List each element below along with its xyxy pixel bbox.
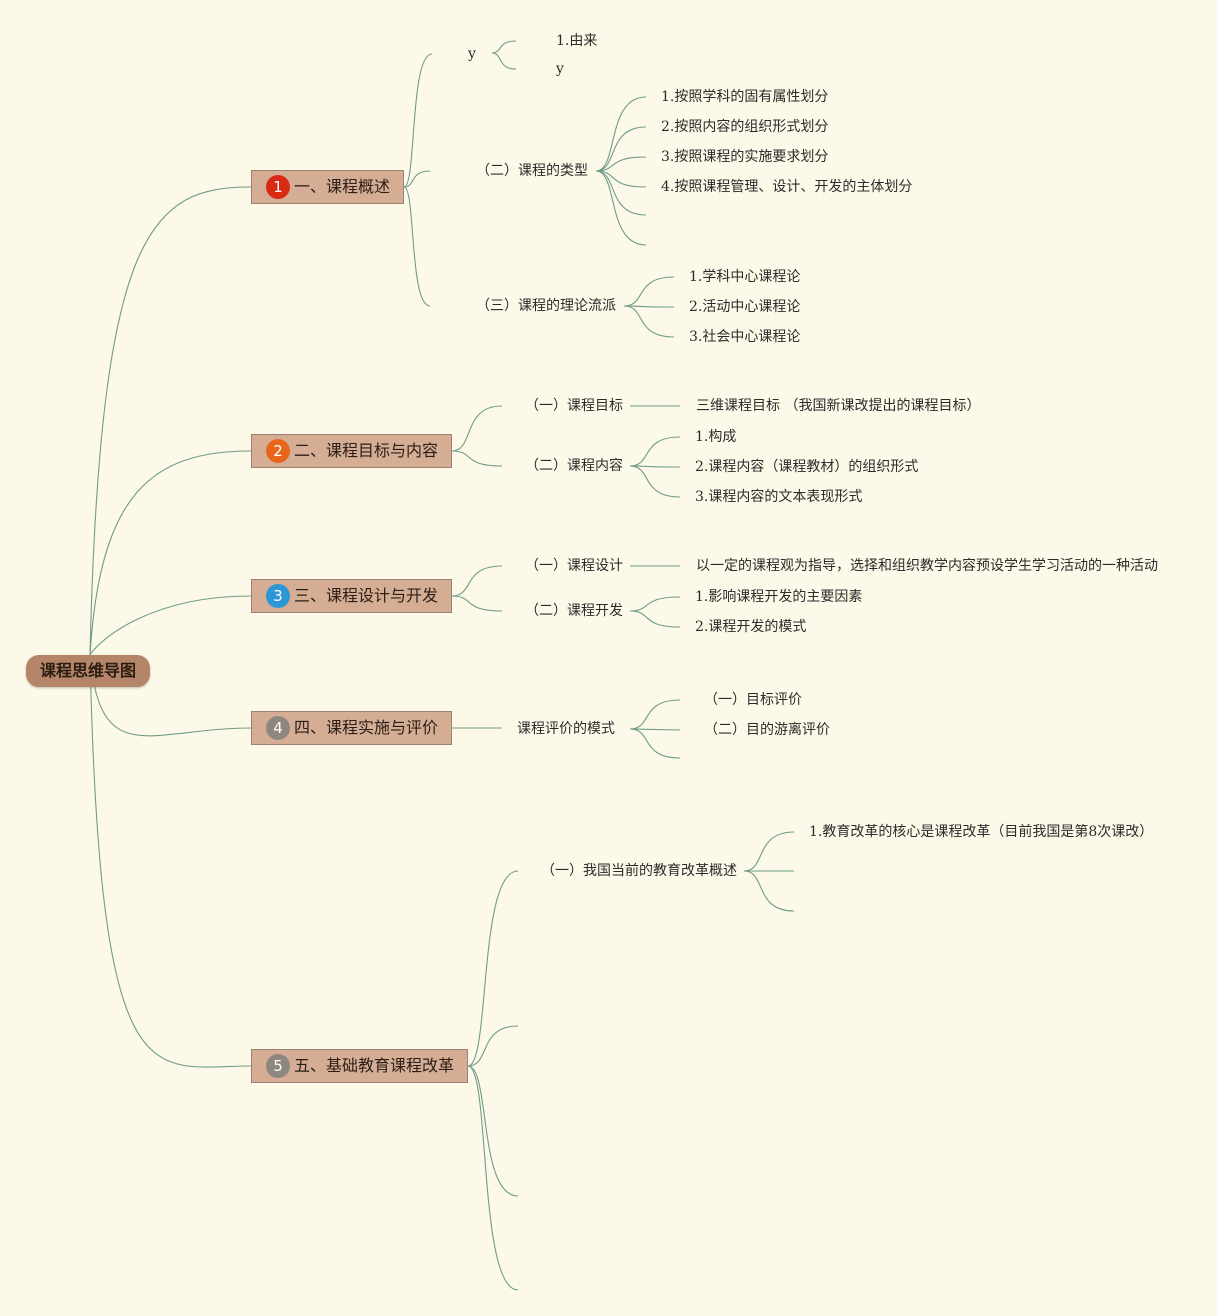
leaf-node[interactable]: y [556, 61, 564, 77]
branch-label: 二、课程目标与内容 [294, 441, 439, 460]
root-to-branch-2-line [89, 450, 252, 656]
leaf-line [595, 126, 647, 172]
leaf-line [595, 96, 647, 172]
branch-5-child-2-line [467, 1025, 519, 1067]
leaf-line [623, 305, 675, 308]
root-to-branch-4-line [89, 654, 252, 737]
leaf-line [629, 728, 681, 731]
root-node[interactable]: 课程思维导图 [26, 655, 150, 687]
leaf-line [491, 40, 517, 54]
number-badge-icon: 3 [266, 584, 290, 608]
branch-2-child-1-line [451, 405, 503, 452]
leaf-node[interactable]: 2.课程开发的模式 [695, 619, 807, 635]
leaf-node[interactable]: 1.影响课程开发的主要因素 [695, 589, 863, 605]
leaf-line [629, 699, 681, 730]
leaf-node[interactable]: 1.按照学科的固有属性划分 [661, 89, 829, 105]
leaf-node[interactable]: 1.由来 [556, 33, 598, 49]
subtopic-node[interactable]: 课程评价的模式 [517, 721, 615, 737]
number-badge-icon: 5 [266, 1054, 290, 1078]
leaf-node[interactable]: （一）目标评价 [704, 692, 802, 708]
leaf-node[interactable]: 3.课程内容的文本表现形式 [695, 489, 863, 505]
branch-3-child-1-line [451, 565, 503, 597]
branch-label: 五、基础教育课程改革 [294, 1056, 455, 1075]
branch-label: 一、课程概述 [294, 177, 391, 196]
leaf-line [629, 610, 681, 628]
leaf-node[interactable]: 1.构成 [695, 429, 737, 445]
branch-5-child-1-line [467, 870, 519, 1067]
leaf-node[interactable]: 1.教育改革的核心是课程改革（目前我国是第8次课改） [809, 824, 1154, 840]
leaf-node[interactable]: 2.课程内容（课程教材）的组织形式 [695, 459, 919, 475]
number-badge-icon: 4 [266, 716, 290, 740]
branch-3-child-2-line [451, 595, 503, 612]
leaf-line [623, 305, 675, 338]
subtopic-node[interactable]: （二）课程开发 [525, 603, 623, 619]
leaf-line [629, 465, 681, 498]
leaf-node[interactable]: 2.活动中心课程论 [689, 299, 801, 315]
leaf-node[interactable]: 3.社会中心课程论 [689, 329, 801, 345]
leaf-node[interactable]: 4.按照课程管理、设计、开发的主体划分 [661, 179, 913, 195]
leaf-line [629, 728, 681, 759]
branch-1-child-3-line [403, 186, 431, 307]
leaf-node[interactable]: 1.学科中心课程论 [689, 269, 801, 285]
leaf-line [629, 436, 681, 467]
leaf-node[interactable]: 三维课程目标 （我国新课改提出的课程目标） [696, 398, 981, 414]
leaf-line [629, 596, 681, 612]
subtopic-node[interactable]: （三）课程的理论流派 [476, 298, 616, 314]
leaf-node[interactable]: 以一定的课程观为指导，选择和组织教学内容预设学生学习活动的一种活动 [696, 558, 1158, 574]
subtopic-node[interactable]: （二）课程内容 [525, 458, 623, 474]
leaf-line [491, 52, 517, 70]
branch-label: 四、课程实施与评价 [294, 718, 439, 737]
branch-1-child-2-line [403, 170, 431, 188]
leaf-node[interactable]: 2.按照内容的组织形式划分 [661, 119, 829, 135]
root-to-branch-3-line [89, 595, 252, 656]
leaf-line [595, 156, 647, 172]
root-to-branch-1-line [89, 186, 252, 656]
branch-5-child-3-line [467, 1065, 519, 1197]
number-badge-icon: 2 [266, 439, 290, 463]
leaf-line [743, 870, 795, 912]
leaf-line [629, 465, 681, 468]
branch-1-child-1-line [403, 53, 433, 188]
branch-2-child-2-line [451, 450, 503, 467]
branch-label: 三、课程设计与开发 [294, 586, 439, 605]
leaf-line [623, 276, 675, 307]
subtopic-node[interactable]: （一）课程设计 [525, 558, 623, 574]
branch-5-child-4-line [467, 1065, 519, 1291]
number-badge-icon: 1 [266, 175, 290, 199]
leaf-line [595, 170, 647, 246]
subtopic-node[interactable]: y [468, 46, 476, 62]
leaf-line [595, 170, 647, 216]
subtopic-node[interactable]: （一）我国当前的教育改革概述 [541, 863, 737, 879]
subtopic-node[interactable]: （一）课程目标 [525, 398, 623, 414]
leaf-node[interactable]: （二）目的游离评价 [704, 722, 830, 738]
leaf-node[interactable]: 3.按照课程的实施要求划分 [661, 149, 829, 165]
leaf-line [743, 831, 795, 872]
root-to-branch-5-line [89, 654, 252, 1068]
leaf-line [595, 170, 647, 188]
subtopic-node[interactable]: （二）课程的类型 [476, 163, 588, 179]
